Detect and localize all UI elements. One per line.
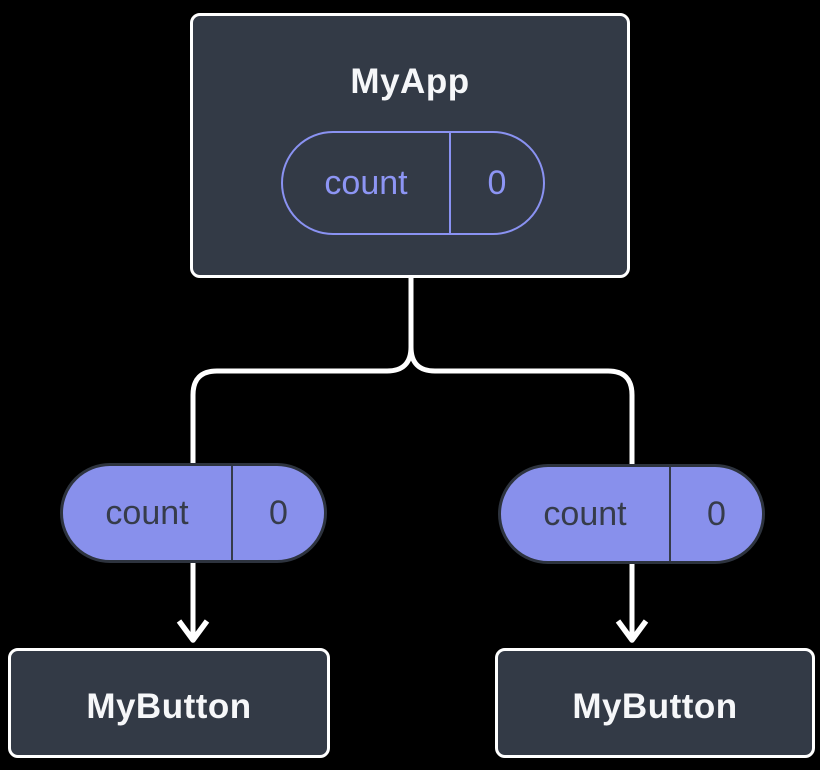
node-title-mybutton-right: MyButton [572,687,738,726]
connector-left-branch [190,276,414,637]
prop-pill-name: count [501,467,671,561]
state-pill-name: count [283,133,451,233]
prop-pill-value: 0 [269,493,288,532]
node-title-myapp: MyApp [350,62,470,101]
arrowhead-left-icon [176,619,210,643]
connector-right-branch [408,276,635,637]
prop-pill-value: 0 [707,494,726,533]
prop-pill-name: count [63,466,233,560]
prop-pill-right: count 0 [498,464,765,564]
node-title-mybutton-left: MyButton [86,687,252,726]
arrowhead-right-icon [615,619,649,643]
component-node-mybutton-right: MyButton [495,648,815,758]
component-node-mybutton-left: MyButton [8,648,330,758]
state-pill-value: 0 [487,163,507,202]
prop-pill-left: count 0 [60,463,327,563]
state-pill-myapp: count 0 [281,131,545,235]
component-node-myapp: MyApp count 0 [190,13,630,278]
